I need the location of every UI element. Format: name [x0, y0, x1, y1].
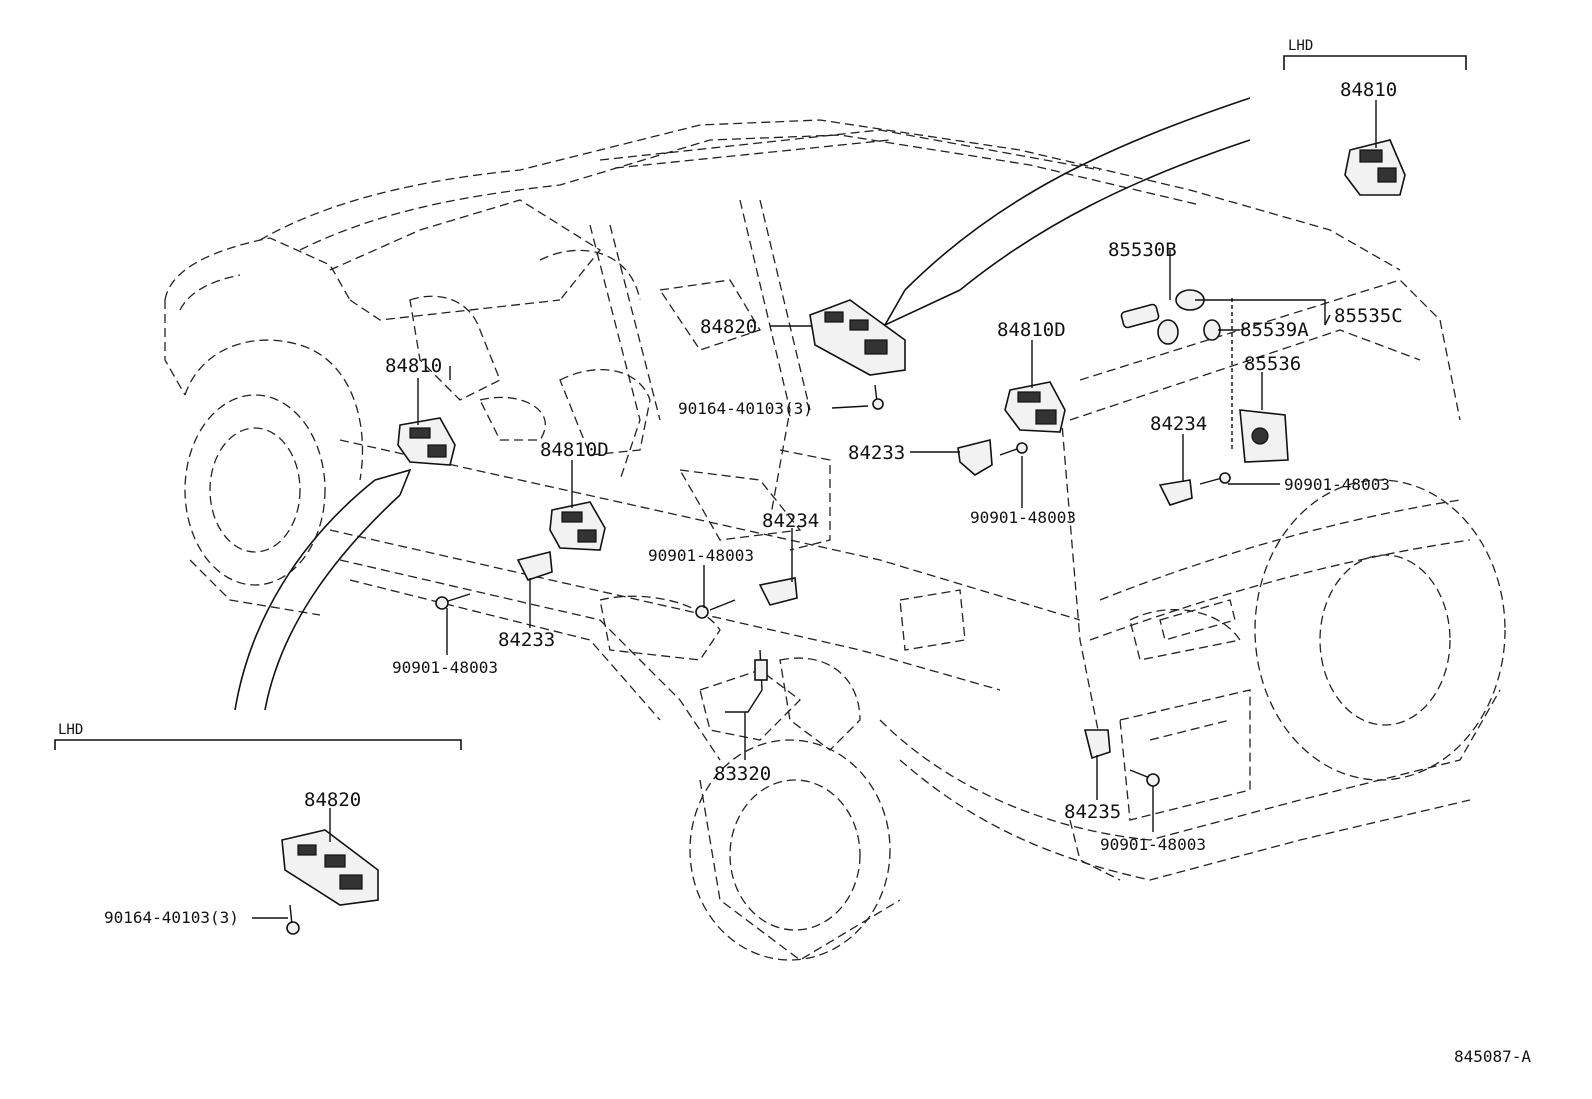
screw-90901-far-right-part [1199, 472, 1231, 485]
lhd-label-bottom: LHD [58, 722, 83, 738]
part-label-85530B: 85530B [1108, 239, 1177, 261]
master-switch-84820-lhd-part [281, 829, 379, 906]
lhd-bracket-top [1283, 55, 1467, 70]
part-label-84810-left: 84810 [385, 355, 442, 377]
part-label-84234-right: 84234 [1150, 413, 1207, 435]
switch-84233-right-part [957, 438, 993, 476]
lhd-label-top: LHD [1288, 38, 1313, 54]
callout-arrow-left [234, 468, 412, 711]
switch-84234-right-part [1158, 479, 1193, 506]
switch-84810D-right-part [1004, 381, 1066, 433]
screw-90164-lhd-part [286, 904, 300, 935]
part-label-85535C: 85535C [1334, 305, 1403, 327]
screw-90164-main-part [872, 384, 884, 410]
part-label-90164-lhd: 90164-40103(3) [104, 908, 239, 927]
part-label-84233-right: 84233 [848, 442, 905, 464]
switch-84235-part [1083, 729, 1111, 760]
part-label-90901-far-right: 90901-48003 [1284, 475, 1390, 494]
part-label-84810D-center: 84810D [540, 439, 609, 461]
part-label-90901-right: 90901-48003 [970, 508, 1076, 527]
part-label-90901-left: 90901-48003 [392, 658, 498, 677]
switch-84234-center-part [758, 577, 798, 606]
leader-lines [252, 100, 1377, 919]
diagram-id: 845087-A [1454, 1047, 1531, 1066]
part-label-84820-main: 84820 [700, 316, 757, 338]
switch-84810-left-part [397, 417, 456, 466]
socket-85530B-part [1120, 303, 1160, 329]
part-label-90901-rear: 90901-48003 [1100, 835, 1206, 854]
cover-85536-part [1239, 409, 1289, 463]
screw-90901-rear-part [1129, 769, 1160, 787]
part-label-90901-center: 90901-48003 [648, 546, 754, 565]
part-label-85539A: 85539A [1240, 319, 1309, 341]
screw-90901-center-part [695, 599, 736, 619]
part-label-84810D-right: 84810D [997, 319, 1066, 341]
part-label-84820-lhd: 84820 [304, 789, 361, 811]
screw-90901-right-part [999, 442, 1028, 456]
screw-90901-left-part [435, 593, 471, 610]
washer-85539A-part [1203, 319, 1221, 341]
switch-84233-left-part [516, 550, 553, 581]
part-label-84234-center: 84234 [762, 510, 819, 532]
part-label-84233-left: 84233 [498, 629, 555, 651]
part-label-85536: 85536 [1244, 353, 1301, 375]
part-label-90164-main: 90164-40103(3) [678, 399, 813, 418]
part-label-83320: 83320 [714, 763, 771, 785]
vehicle-outline [164, 119, 1506, 961]
part-label-84235: 84235 [1064, 801, 1121, 823]
master-switch-84820-part [809, 299, 906, 376]
switch-84810D-center-part [549, 501, 606, 551]
lhd-bracket-bottom [54, 739, 462, 750]
cap-85535C-part [1157, 289, 1205, 345]
sensor-83320-part [725, 649, 768, 713]
part-label-84810-lhd: 84810 [1340, 79, 1397, 101]
switch-84810-lhd-part [1344, 139, 1406, 196]
